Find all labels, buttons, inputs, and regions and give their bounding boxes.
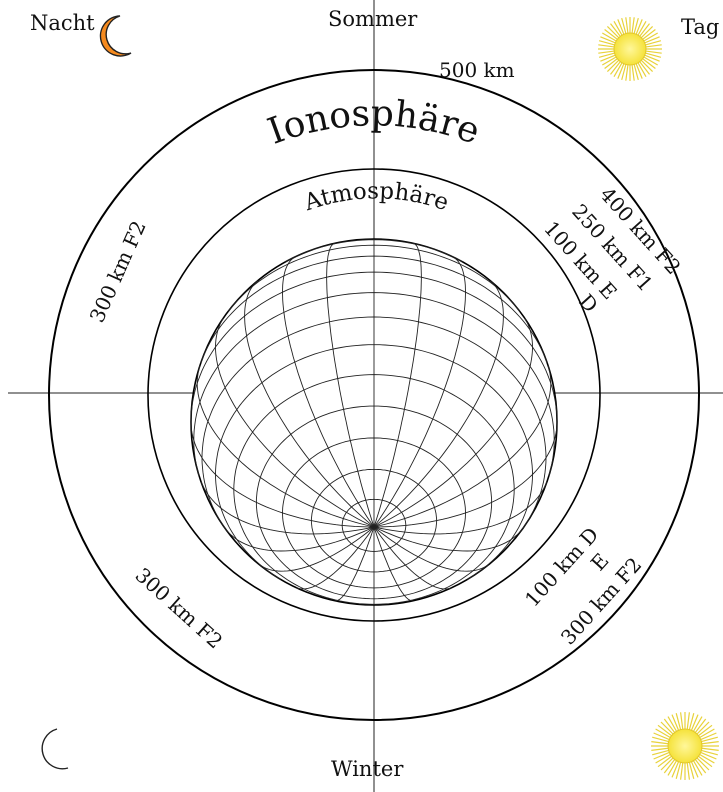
graticule-line [373, 365, 552, 528]
graticule-line [196, 365, 375, 528]
graticule-line [373, 256, 466, 528]
summer-label: Sommer [328, 7, 418, 31]
graticule-line [259, 526, 375, 572]
sun-icon [598, 17, 662, 81]
graticule-line [373, 421, 558, 528]
graticule-line [282, 256, 375, 528]
graticule-line [373, 481, 548, 535]
graticule-line [373, 526, 413, 602]
graticule-line [373, 318, 533, 528]
night-label: Nacht [30, 11, 95, 35]
summer-night-f2-label: 300 km F2 [85, 217, 151, 326]
graticule-line [373, 526, 452, 590]
graticule-line [373, 526, 524, 552]
graticule-line [200, 481, 375, 535]
graticule-line [224, 526, 375, 552]
graticule-line [373, 242, 422, 528]
winter-label: Winter [331, 757, 404, 781]
atmosphere-ring [147, 168, 601, 622]
sun-icon [651, 712, 719, 780]
graticule-line [335, 526, 375, 602]
graticule-line [373, 526, 489, 572]
graticule-line [190, 421, 375, 528]
ionosphere-ring [48, 69, 700, 721]
summer-500km-label: 500 km [439, 58, 515, 82]
winter-night-f2-label: 300 km F2 [131, 563, 228, 653]
graticule-line [373, 280, 504, 528]
graticule-line [215, 318, 375, 528]
atmosphere-label: Atmosphäre [300, 178, 452, 216]
graticule-line [326, 242, 375, 528]
day-label: Tag [681, 15, 719, 39]
crescent-moon-icon [99, 15, 132, 57]
crescent-moon-icon [41, 728, 69, 770]
graticule-line [296, 526, 375, 590]
globe [190, 238, 558, 606]
graticule-line [244, 280, 375, 528]
